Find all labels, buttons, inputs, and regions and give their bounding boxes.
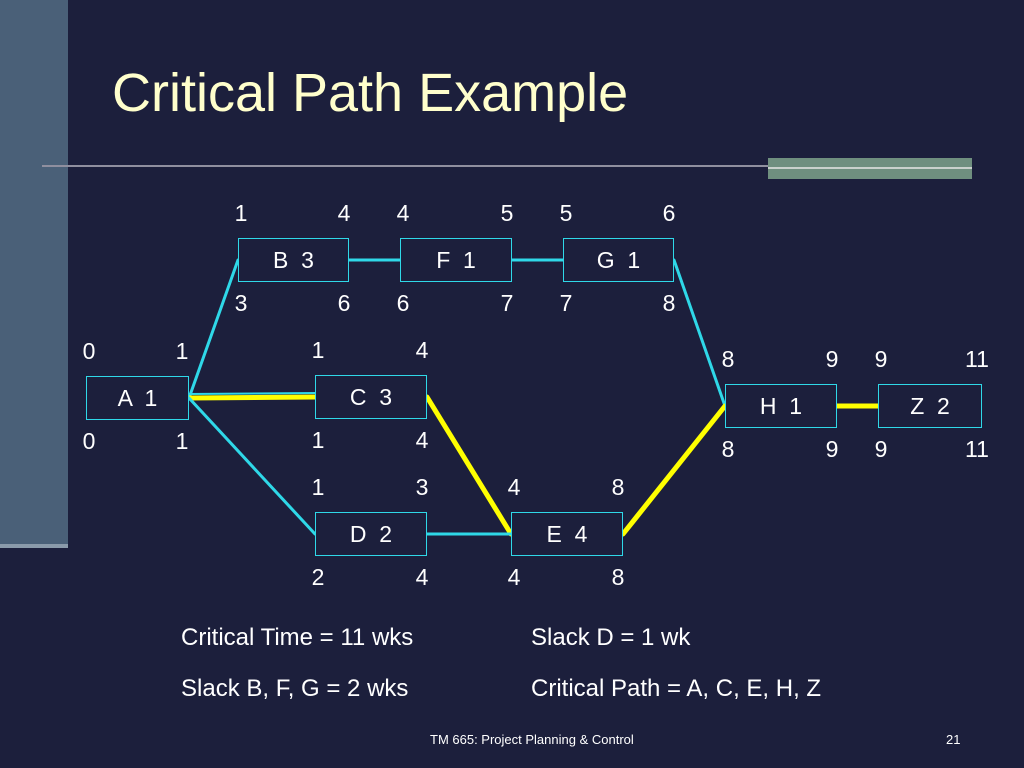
node-d: D 2 xyxy=(315,512,427,556)
late-start: 0 xyxy=(82,428,96,454)
node-label: B 3 xyxy=(273,246,314,273)
slide-title: Critical Path Example xyxy=(112,63,629,123)
node-e: E 4 xyxy=(511,512,623,556)
early-finish: 4 xyxy=(415,337,429,363)
early-start: 1 xyxy=(234,200,248,226)
late-start: 2 xyxy=(311,564,325,590)
node-label: D 2 xyxy=(349,520,393,547)
early-start: 4 xyxy=(507,474,521,500)
footer-text: TM 665: Project Planning & Control xyxy=(430,732,634,747)
node-label: F 1 xyxy=(436,246,476,273)
edge-a-b xyxy=(187,258,240,400)
late-finish: 9 xyxy=(825,436,839,462)
node-label: C 3 xyxy=(349,383,393,410)
node-h: H 1 xyxy=(725,384,837,428)
late-finish: 6 xyxy=(337,290,351,316)
title-divider-block-line xyxy=(768,167,972,169)
early-start: 1 xyxy=(311,474,325,500)
node-c: C 3 xyxy=(315,375,427,419)
early-finish: 4 xyxy=(337,200,351,226)
page-number: 21 xyxy=(946,732,961,747)
node-label: H 1 xyxy=(759,392,803,419)
critical-path-note: Critical Path = A, C, E, H, Z xyxy=(531,675,822,702)
node-label: E 4 xyxy=(546,520,588,547)
early-finish: 9 xyxy=(825,346,839,372)
late-finish: 8 xyxy=(611,564,625,590)
late-finish: 7 xyxy=(500,290,514,316)
early-start: 5 xyxy=(559,200,573,226)
early-finish: 6 xyxy=(662,200,676,226)
node-a: A 1 xyxy=(86,376,189,420)
early-start: 1 xyxy=(311,337,325,363)
early-finish: 8 xyxy=(611,474,625,500)
critical-time-note: Critical Time = 11 wks xyxy=(181,624,414,651)
edge-a-c-outline xyxy=(188,392,316,395)
left-accent-bar xyxy=(0,0,68,548)
late-finish: 4 xyxy=(415,564,429,590)
early-finish: 1 xyxy=(175,338,189,364)
early-finish: 5 xyxy=(500,200,514,226)
late-start: 6 xyxy=(396,290,410,316)
left-accent-bar-edge xyxy=(0,544,68,548)
edge-a-c-critical xyxy=(186,394,318,401)
edge-c-e-critical xyxy=(424,394,514,537)
node-label: G 1 xyxy=(596,246,641,273)
late-start: 7 xyxy=(559,290,573,316)
node-label: Z 2 xyxy=(910,392,950,419)
edge-a-d xyxy=(187,396,317,536)
early-start: 0 xyxy=(82,338,96,364)
node-g: G 1 xyxy=(563,238,674,282)
late-start: 3 xyxy=(234,290,248,316)
late-start: 4 xyxy=(507,564,521,590)
late-finish: 8 xyxy=(662,290,676,316)
late-start: 8 xyxy=(721,436,735,462)
node-label: A 1 xyxy=(117,384,158,411)
late-start: 9 xyxy=(874,436,888,462)
edge-g-h xyxy=(672,258,727,408)
early-start: 4 xyxy=(396,200,410,226)
late-start: 1 xyxy=(311,427,325,453)
early-finish: 3 xyxy=(415,474,429,500)
late-finish: 11 xyxy=(965,436,989,462)
early-start: 9 xyxy=(874,346,888,372)
early-start: 8 xyxy=(721,346,735,372)
edge-e-h-critical xyxy=(620,403,728,537)
slack-d-note: Slack D = 1 wk xyxy=(531,624,691,651)
slack-bfg-note: Slack B, F, G = 2 wks xyxy=(181,675,409,702)
late-finish: 4 xyxy=(415,427,429,453)
title-divider xyxy=(42,165,972,167)
late-finish: 1 xyxy=(175,428,189,454)
node-b: B 3 xyxy=(238,238,349,282)
node-z: Z 2 xyxy=(878,384,982,428)
early-finish: 11 xyxy=(965,346,989,372)
node-f: F 1 xyxy=(400,238,512,282)
